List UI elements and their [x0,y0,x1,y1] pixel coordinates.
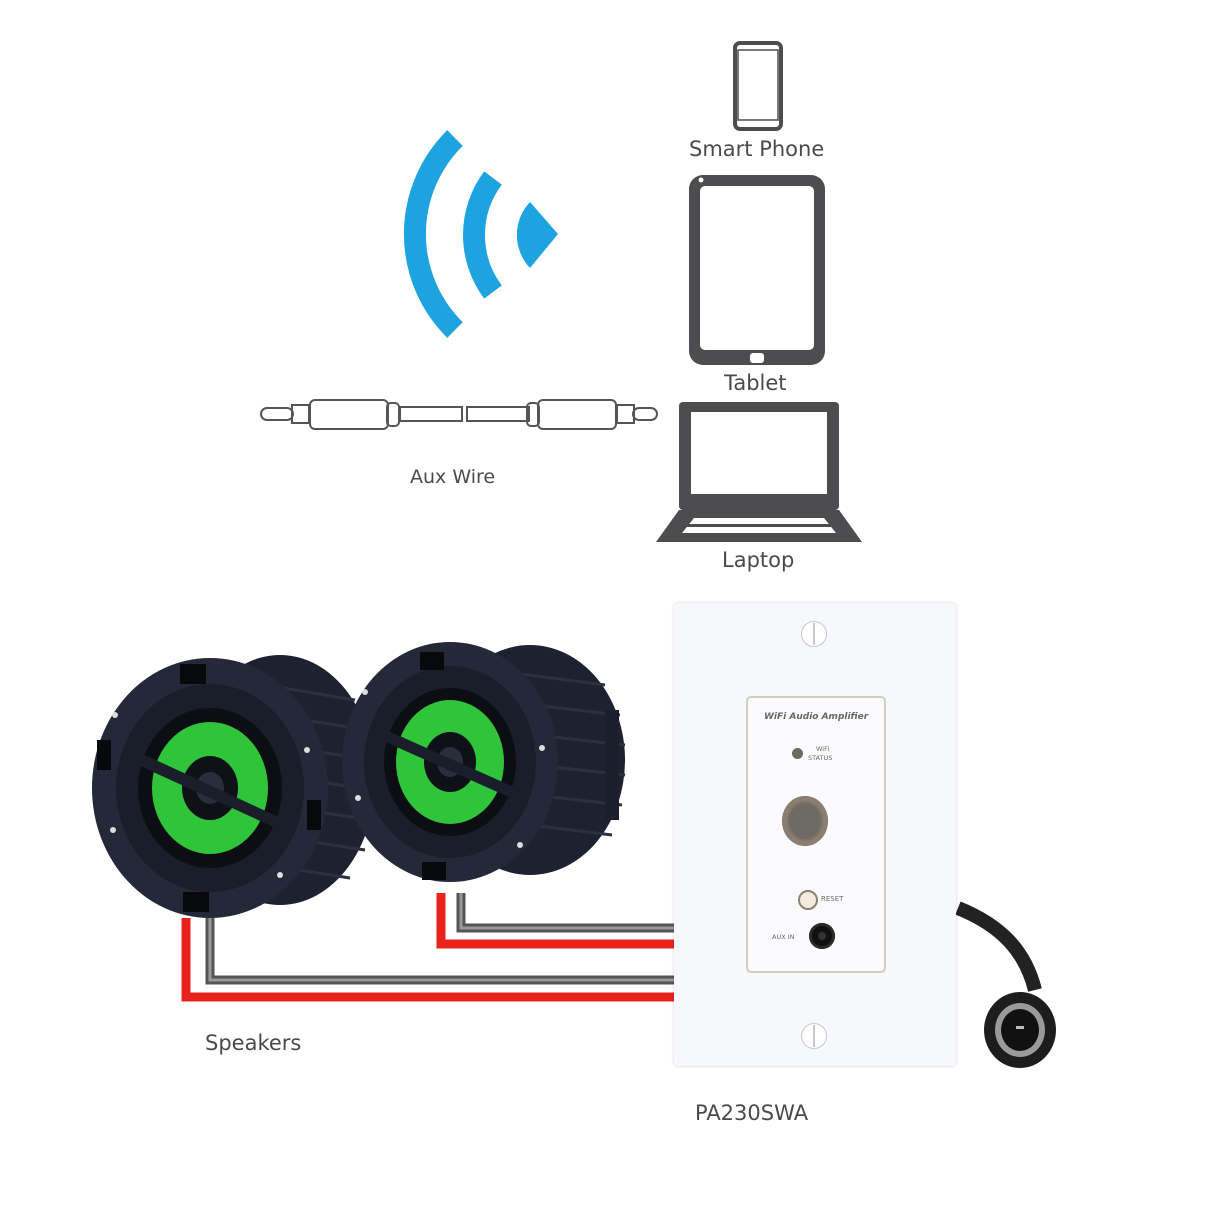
speakers-label: Speakers [205,1031,302,1055]
volume-knob[interactable] [782,796,828,846]
wifi-status-label-1: WiFi [816,745,830,753]
aux-wire-label: Aux Wire [410,466,496,488]
tablet-label: Tablet [724,371,787,395]
aux-in-label: AUX IN [772,933,795,941]
tablet-icon [689,175,825,365]
power-cable [955,901,1056,1068]
smartphone-icon [733,41,783,131]
laptop-icon [656,402,862,542]
aux-in-jack[interactable] [809,923,835,949]
panel-title: WiFi Audio Amplifier [764,712,869,722]
wifi-status-label-2: STATUS [808,754,833,762]
laptop-label: Laptop [722,548,795,572]
amplifier-panel: WiFi Audio Amplifier WiFi STATUS RESET A… [746,696,886,973]
speaker-left [92,655,376,918]
speaker-right [342,642,626,882]
amplifier-model-label: PA230SWA [695,1101,809,1125]
reset-label: RESET [821,895,844,903]
reset-button[interactable] [798,890,818,910]
amplifier-wall-plate: WiFi Audio Amplifier WiFi STATUS RESET A… [674,603,956,1066]
aux-cable-icon [260,399,658,430]
wifi-signal-icon [403,130,558,338]
wifi-status-led [792,748,803,759]
smart-phone-label: Smart Phone [689,137,825,161]
